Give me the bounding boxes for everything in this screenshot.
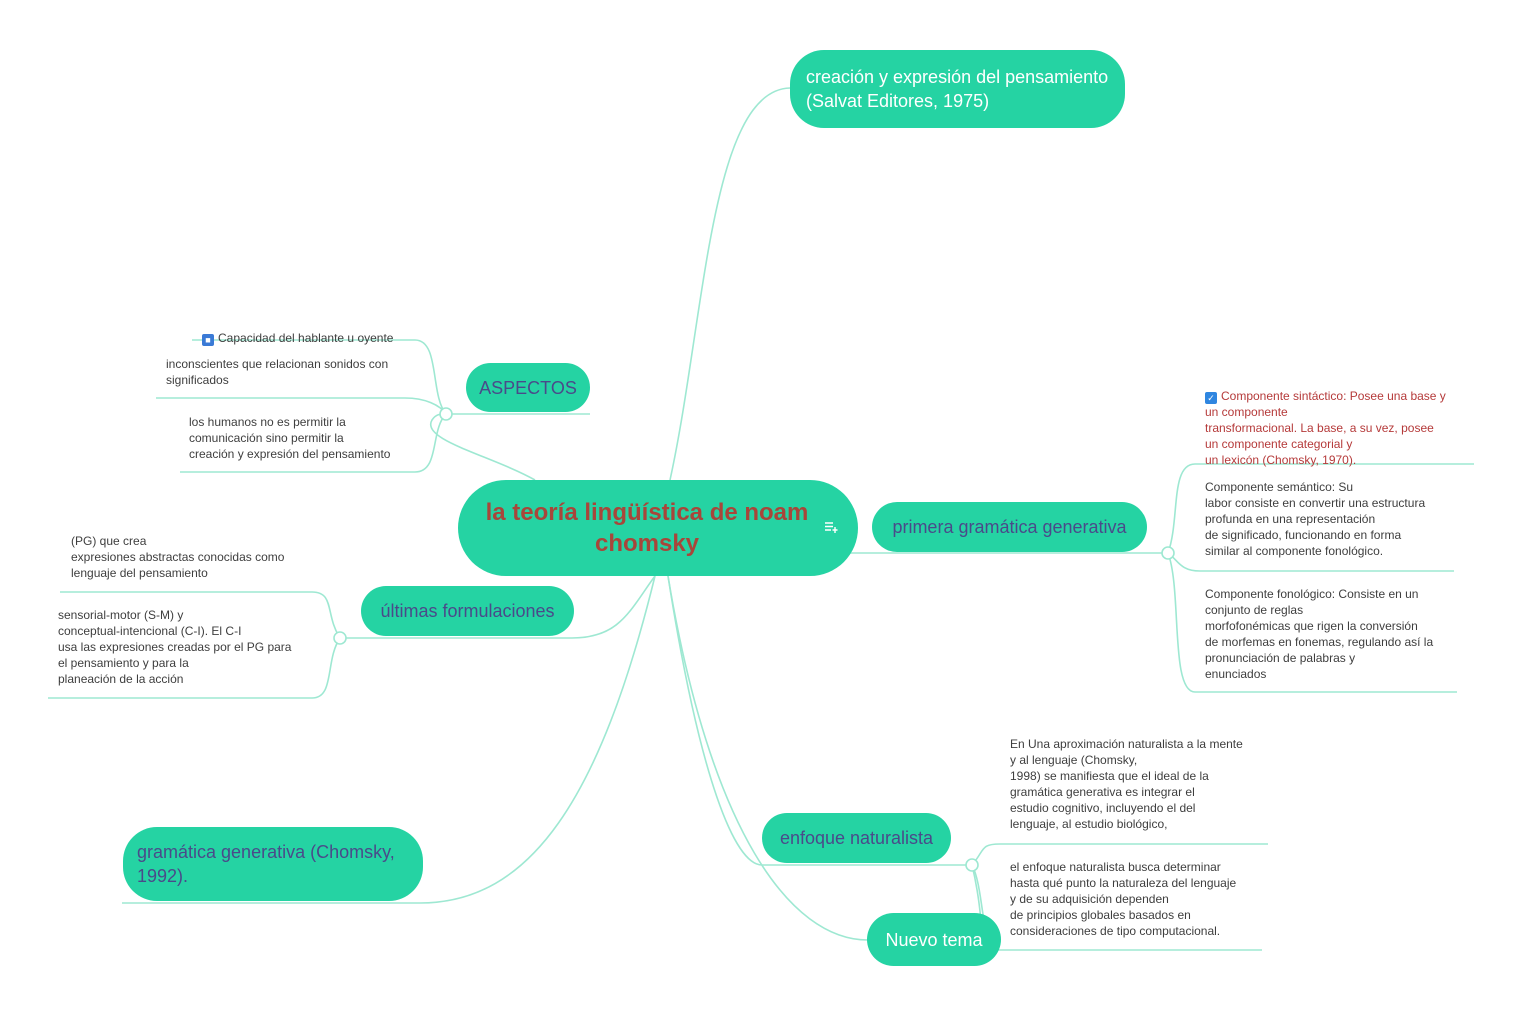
link-aspectos-3 — [180, 413, 447, 473]
collapse-toggle-ultimas — [333, 631, 347, 645]
primera-item-1-text: Componente sintáctico: Posee una base y … — [1205, 389, 1446, 467]
topic-ultimas-label: últimas formulaciones — [380, 601, 555, 621]
topic-primera-gramatica-label: primera gramática generativa — [892, 517, 1127, 537]
enfoque-item-2[interactable]: el enfoque naturalista busca determinar … — [1010, 860, 1237, 938]
central-topic-label: la teoría lingüística de noam chomsky — [485, 499, 809, 557]
checkbox-icon: ✓ — [1205, 392, 1217, 404]
topic-enfoque-naturalista-label: enfoque naturalista — [779, 828, 934, 848]
central-topic[interactable]: la teoría lingüística de noam chomsky — [458, 480, 858, 576]
link-primera-3 — [1167, 552, 1457, 693]
task-icon: ■ — [202, 334, 214, 346]
primera-item-3[interactable]: Componente fonológico: Consiste en un co… — [1205, 587, 1434, 681]
link-ultimas — [571, 575, 656, 639]
aspectos-item-1-text: Capacidad del hablante u oyente — [218, 331, 394, 345]
link-primera-1 — [1167, 463, 1474, 554]
topic-nuevo-tema[interactable]: Nuevo tema — [867, 913, 1001, 966]
aspectos-item-2[interactable]: inconscientes que relacionan sonidos con… — [166, 357, 389, 387]
ultimas-item-1[interactable]: (PG) que crea expresiones abstractas con… — [71, 534, 285, 580]
link-aspectos — [429, 413, 536, 481]
note-icon[interactable] — [824, 520, 838, 534]
link-aspectos-1 — [192, 339, 447, 415]
primera-item-2[interactable]: Componente semántico: Su labor consiste … — [1205, 480, 1426, 558]
topic-aspectos-label: ASPECTOS — [479, 377, 577, 398]
topic-gramatica-generativa-label: gramática generativa (Chomsky, 1992). — [137, 842, 395, 886]
link-enfoque — [667, 575, 763, 866]
link-ultimas-2 — [48, 637, 341, 699]
link-creacion — [669, 87, 791, 481]
link-nuevo — [667, 575, 869, 941]
link-gramatica — [419, 575, 656, 904]
collapse-toggle-enfoque — [965, 858, 979, 872]
topic-ultimas[interactable]: últimas formulaciones — [361, 586, 574, 636]
topic-nuevo-tema-label: Nuevo tema — [885, 929, 983, 950]
collapse-toggle-aspectos — [439, 407, 453, 421]
collapse-toggle-primera — [1161, 546, 1175, 560]
link-aspectos-2 — [156, 397, 447, 415]
topic-enfoque-naturalista[interactable]: enfoque naturalista — [762, 813, 951, 863]
link-ultimas-1 — [60, 591, 341, 639]
topic-creacion[interactable]: creación y expresión del pensamiento (Sa… — [790, 50, 1125, 128]
topic-primera-gramatica[interactable]: primera gramática generativa — [872, 502, 1147, 552]
primera-item-1[interactable]: ✓Componente sintáctico: Posee una base y… — [1205, 372, 1446, 468]
topic-aspectos[interactable]: ASPECTOS — [466, 363, 590, 412]
aspectos-item-1[interactable]: ■ Capacidad del hablante u oyente — [202, 314, 393, 346]
ultimas-item-2[interactable]: sensorial-motor (S-M) y conceptual-inten… — [58, 608, 292, 686]
aspectos-item-3[interactable]: los humanos no es permitir la comunicaci… — [189, 415, 391, 461]
topic-gramatica-generativa[interactable]: gramática generativa (Chomsky, 1992). — [123, 827, 423, 901]
enfoque-item-1[interactable]: En Una aproximación naturalista a la men… — [1010, 737, 1243, 831]
topic-creacion-label: creación y expresión del pensamiento (Sa… — [806, 67, 1109, 111]
